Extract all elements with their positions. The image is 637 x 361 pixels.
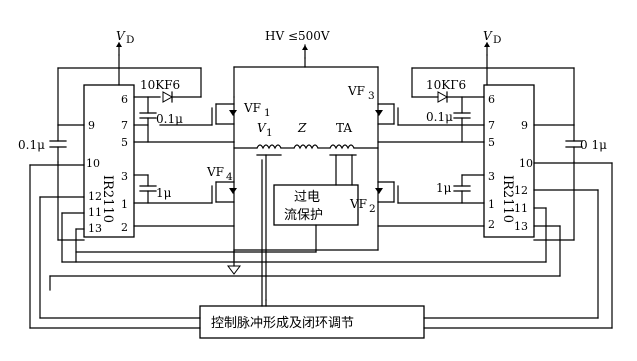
svg-text:D: D: [493, 34, 501, 46]
svg-text:1: 1: [266, 127, 273, 139]
svg-text:VF: VF: [347, 84, 365, 98]
svg-text:0 1μ: 0 1μ: [580, 138, 607, 152]
svg-text:V: V: [116, 29, 126, 43]
svg-text:3: 3: [368, 90, 375, 102]
svg-text:1μ: 1μ: [436, 181, 452, 195]
svg-text:VF: VF: [349, 197, 367, 211]
svg-text:5: 5: [488, 136, 495, 149]
right-control-wiring: [49, 161, 613, 329]
svg-text:过电: 过电: [294, 190, 320, 205]
svg-text:2: 2: [121, 221, 128, 234]
feedback-wiring: [261, 159, 267, 307]
svg-text:3: 3: [488, 170, 495, 183]
overcurrent-protection-block: 过电 流保护: [75, 184, 359, 253]
svg-text:12: 12: [514, 184, 528, 197]
svg-text:10KΓ6: 10KΓ6: [426, 78, 466, 92]
svg-text:VF: VF: [243, 101, 261, 115]
left-vd-supply: V D: [116, 29, 134, 56]
right-low-capacitor: 1μ: [436, 174, 485, 204]
svg-text:IR2110: IR2110: [500, 175, 515, 223]
svg-text:13: 13: [88, 222, 102, 235]
svg-text:1μ: 1μ: [156, 186, 172, 200]
svg-text:Z: Z: [297, 121, 307, 135]
control-pulse-block: 控制脉冲形成及闭环调节: [199, 305, 425, 339]
hv-supply: HV ≤500V: [265, 29, 330, 59]
svg-text:6: 6: [121, 93, 128, 106]
svg-text:0.1μ: 0.1μ: [426, 110, 453, 124]
svg-text:V: V: [483, 29, 493, 43]
right-bootstrap-diode: 10KΓ6: [411, 67, 485, 103]
vf3-mosfet: VF 3: [347, 84, 399, 126]
svg-text:7: 7: [488, 119, 495, 132]
svg-text:控制脉冲形成及闭环调节: 控制脉冲形成及闭环调节: [211, 316, 354, 331]
ground-rail: [233, 66, 379, 251]
right-ir2110: IR2110 6 7 5 9 3 10 12 11 13 1 2: [483, 84, 535, 238]
left-low-capacitor: 1μ: [133, 174, 172, 204]
vf2-mosfet: VF 2: [349, 181, 399, 215]
right-vd-supply: V D: [483, 29, 501, 56]
left-ir2110: IR2110 6 7 5 9 3 10 12 11 13 1 2: [83, 84, 135, 238]
svg-text:9: 9: [88, 119, 95, 132]
svg-text:11: 11: [88, 206, 102, 219]
svg-text:11: 11: [514, 202, 528, 215]
svg-text:9: 9: [521, 119, 528, 132]
left-side-capacitor: 0.1μ: [18, 124, 67, 163]
right-bootstrap-capacitor: 0.1μ: [426, 96, 471, 143]
right-vd-wiring: [411, 54, 575, 126]
svg-text:IR2110: IR2110: [100, 175, 115, 223]
svg-text:2: 2: [369, 203, 376, 215]
svg-text:1: 1: [121, 198, 128, 211]
vf1-mosfet: VF 1: [211, 96, 271, 143]
svg-text:1: 1: [264, 107, 271, 119]
vf4-mosfet: VF 4: [206, 141, 237, 261]
svg-text:1: 1: [488, 198, 495, 211]
svg-text:5: 5: [121, 136, 128, 149]
svg-text:V: V: [257, 121, 267, 135]
svg-text:HV ≤500V: HV ≤500V: [265, 29, 330, 43]
svg-text:VF: VF: [206, 165, 224, 179]
svg-text:D: D: [126, 34, 134, 46]
svg-text:TA: TA: [336, 121, 352, 135]
left-vd-wiring: [57, 54, 202, 126]
right-low-side-drive: [377, 202, 485, 227]
left-low-side-drive: [133, 202, 235, 227]
left-bootstrap-diode: 10KF6: [133, 67, 202, 103]
svg-text:10: 10: [519, 157, 533, 170]
svg-text:流保护: 流保护: [284, 208, 323, 223]
right-side-capacitor: 0 1μ: [565, 124, 607, 163]
left-control-wiring: [29, 161, 547, 329]
svg-text:6: 6: [488, 93, 495, 106]
svg-text:10: 10: [86, 157, 100, 170]
left-high-side-drive: [133, 124, 235, 143]
hv-rail: [233, 57, 379, 68]
svg-text:0.1μ: 0.1μ: [156, 112, 183, 126]
left-bootstrap-capacitor: 0.1μ: [139, 96, 183, 143]
svg-text:7: 7: [121, 119, 128, 132]
svg-text:3: 3: [121, 170, 128, 183]
svg-text:2: 2: [488, 218, 495, 231]
right-high-side-drive: [377, 124, 485, 143]
svg-text:0.1μ: 0.1μ: [18, 138, 45, 152]
svg-text:4: 4: [226, 171, 233, 183]
svg-text:13: 13: [514, 220, 528, 233]
ground-symbol: [227, 249, 241, 275]
svg-text:12: 12: [88, 190, 102, 203]
z-inductor: Z: [280, 121, 331, 150]
svg-text:10KF6: 10KF6: [140, 78, 180, 92]
ta-current-transformer: TA: [329, 121, 379, 186]
